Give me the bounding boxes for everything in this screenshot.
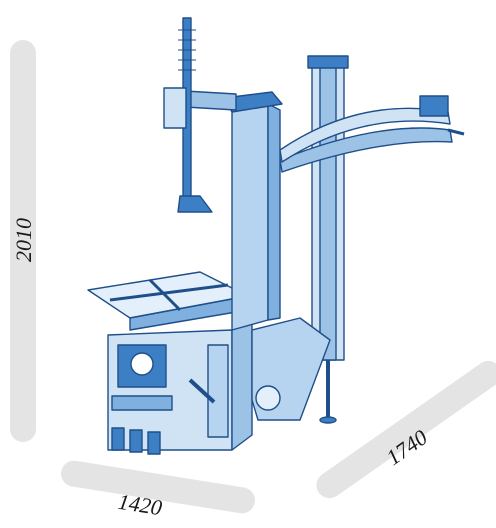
brand-logo-icon [130, 352, 154, 376]
machine-base-side [231, 319, 253, 451]
helper-arm-head [419, 95, 449, 117]
height-dimension-label: 2010 [11, 218, 36, 262]
vent-grill [207, 344, 229, 438]
tyre-changer-machine-icon [87, 17, 465, 455]
width-dimension-bar: 1420 [61, 460, 255, 520]
bead-breaker-lever [188, 378, 216, 404]
helper-arm-boom [279, 127, 453, 173]
rear-post [231, 103, 269, 331]
height-dimension-bar: 2010 [10, 40, 36, 442]
depth-dimension-bar: 1740 [316, 360, 496, 499]
mount-head [177, 195, 213, 213]
foot-pedals [111, 427, 161, 455]
